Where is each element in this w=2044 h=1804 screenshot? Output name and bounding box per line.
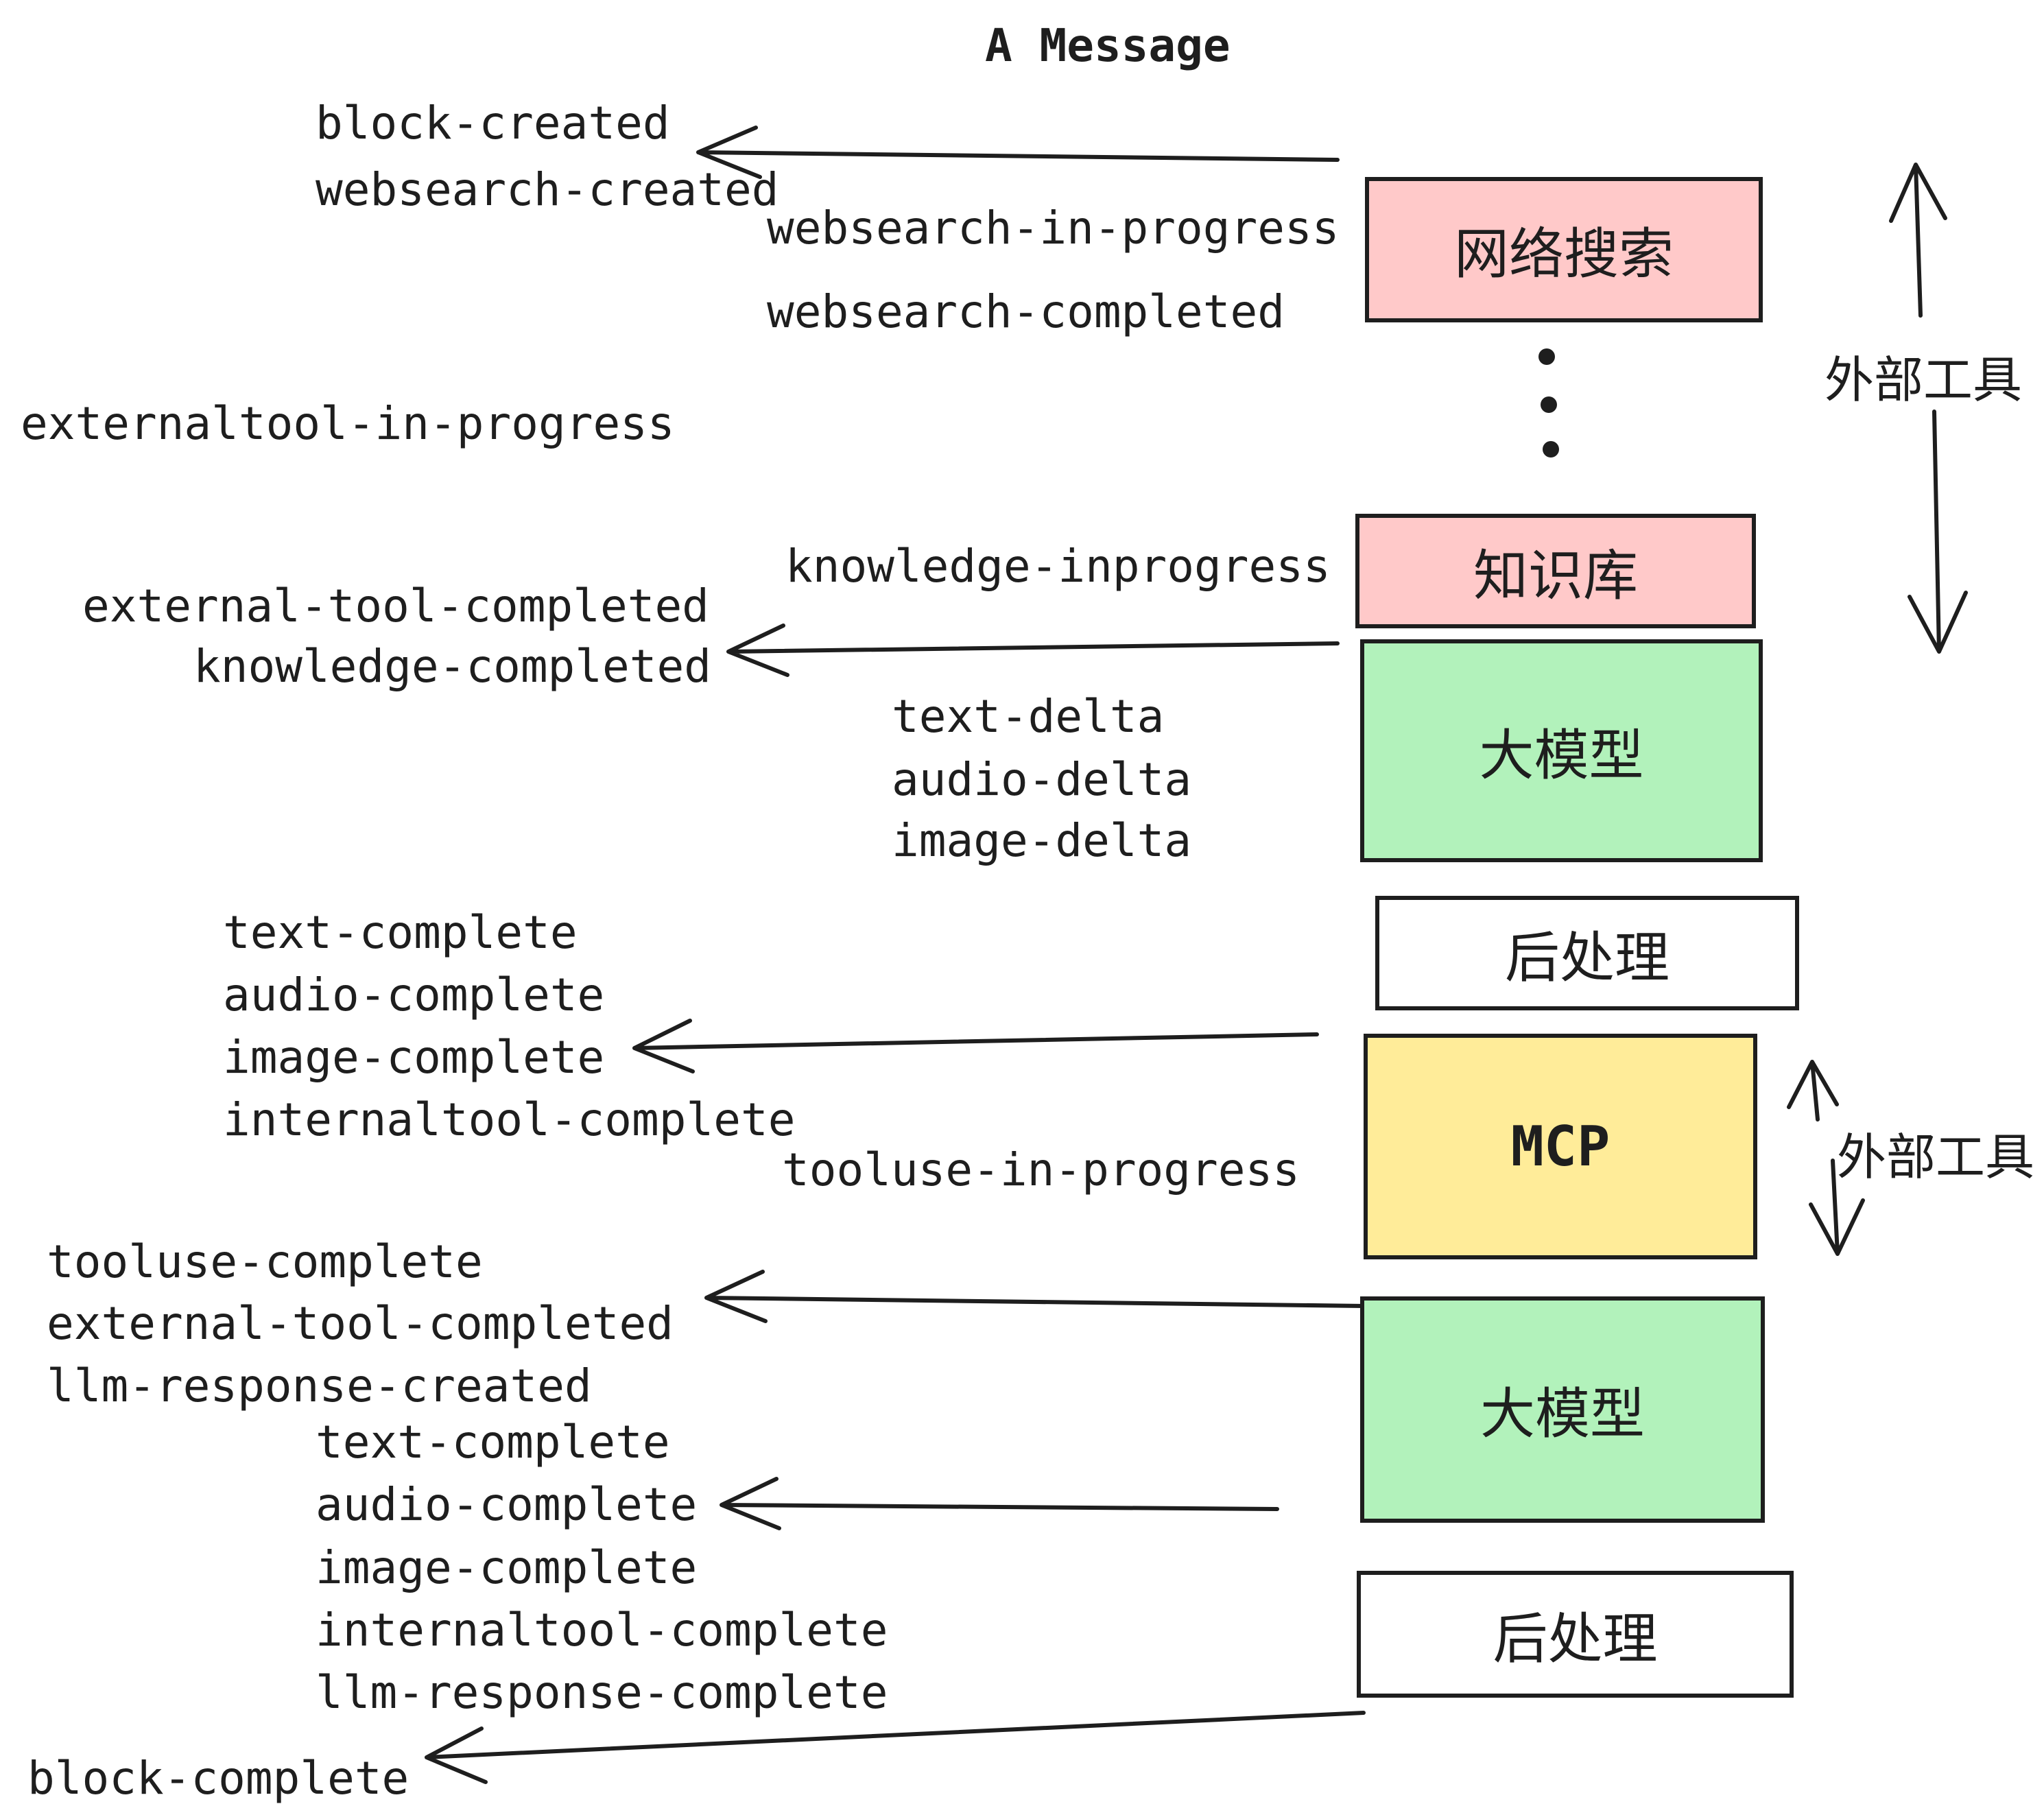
mcp-box-label: MCP bbox=[1510, 1115, 1611, 1178]
mcp-box: MCP bbox=[1364, 1034, 1757, 1259]
event-llm-response-created: llm-response-created bbox=[47, 1360, 592, 1412]
postprocess-box-2: 后处理 bbox=[1357, 1571, 1794, 1698]
page-title: A Message bbox=[985, 19, 1231, 72]
event-externaltool-in-progress: externaltool-in-progress bbox=[21, 397, 675, 450]
event-knowledge-completed: knowledge-completed bbox=[193, 640, 711, 693]
arrow-to-tooluse-complete bbox=[704, 1270, 1367, 1323]
external-tools-label-1: 外部工具 bbox=[1825, 351, 2023, 409]
llm-box-2-label: 大模型 bbox=[1480, 1382, 1645, 1446]
event-websearch-in-progress: websearch-in-progress bbox=[767, 202, 1340, 254]
event-audio-complete-1: audio-complete bbox=[223, 969, 605, 1021]
arrow-to-image-complete bbox=[632, 1019, 1319, 1073]
external-tools-arrow-up-1 bbox=[1889, 163, 1947, 318]
external-tools-arrow-up-2 bbox=[1787, 1060, 1839, 1121]
knowledge-box: 知识库 bbox=[1355, 514, 1756, 628]
websearch-box: 网络搜索 bbox=[1365, 177, 1763, 322]
event-external-tool-completed-2: external-tool-completed bbox=[47, 1297, 674, 1350]
event-internaltool-complete-1: internaltool-complete bbox=[223, 1093, 796, 1146]
event-image-delta-1: image-delta bbox=[892, 814, 1192, 867]
arrow-to-block-created bbox=[696, 126, 1340, 179]
arrow-to-block-complete bbox=[425, 1711, 1366, 1784]
postprocess-box-2-label: 后处理 bbox=[1493, 1606, 1658, 1671]
websearch-box-label: 网络搜索 bbox=[1454, 222, 1674, 286]
external-tools-label-2: 外部工具 bbox=[1837, 1128, 2035, 1186]
external-tools-arrow-down-2 bbox=[1809, 1159, 1865, 1256]
event-websearch-created: websearch-created bbox=[316, 163, 779, 216]
event-knowledge-inprogress: knowledge-inprogress bbox=[785, 540, 1331, 593]
external-tools-arrow-down-1 bbox=[1908, 410, 1968, 654]
event-audio-complete-2: audio-complete bbox=[316, 1478, 698, 1531]
arrow-to-audio-complete bbox=[720, 1477, 1279, 1530]
event-image-complete-1: image-complete bbox=[223, 1031, 605, 1084]
event-block-complete: block-complete bbox=[27, 1752, 409, 1804]
knowledge-box-label: 知识库 bbox=[1473, 543, 1638, 608]
arrow-to-knowledge-completed bbox=[726, 624, 1340, 677]
vertical-ellipsis-icon bbox=[1538, 348, 1559, 458]
event-audio-delta-1: audio-delta bbox=[892, 753, 1192, 806]
event-block-created: block-created bbox=[316, 97, 670, 150]
event-websearch-completed: websearch-completed bbox=[767, 285, 1285, 338]
event-text-delta-1: text-delta bbox=[892, 690, 1165, 743]
llm-box-2: 大模型 bbox=[1360, 1296, 1765, 1523]
event-image-complete-2: image-complete bbox=[316, 1541, 698, 1594]
event-tooluse-complete: tooluse-complete bbox=[47, 1235, 483, 1288]
event-llm-response-complete: llm-response-complete bbox=[316, 1666, 888, 1719]
event-internaltool-complete-2: internaltool-complete bbox=[316, 1604, 888, 1657]
event-text-complete-1: text-complete bbox=[223, 906, 578, 959]
postprocess-box-1-label: 后处理 bbox=[1505, 925, 1669, 990]
llm-box-1: 大模型 bbox=[1360, 639, 1763, 862]
event-external-tool-completed: external-tool-completed bbox=[82, 580, 709, 632]
llm-box-1-label: 大模型 bbox=[1479, 723, 1644, 787]
postprocess-box-1: 后处理 bbox=[1375, 896, 1799, 1010]
event-tooluse-in-progress: tooluse-in-progress bbox=[782, 1143, 1300, 1196]
event-text-complete-2: text-complete bbox=[316, 1416, 670, 1469]
